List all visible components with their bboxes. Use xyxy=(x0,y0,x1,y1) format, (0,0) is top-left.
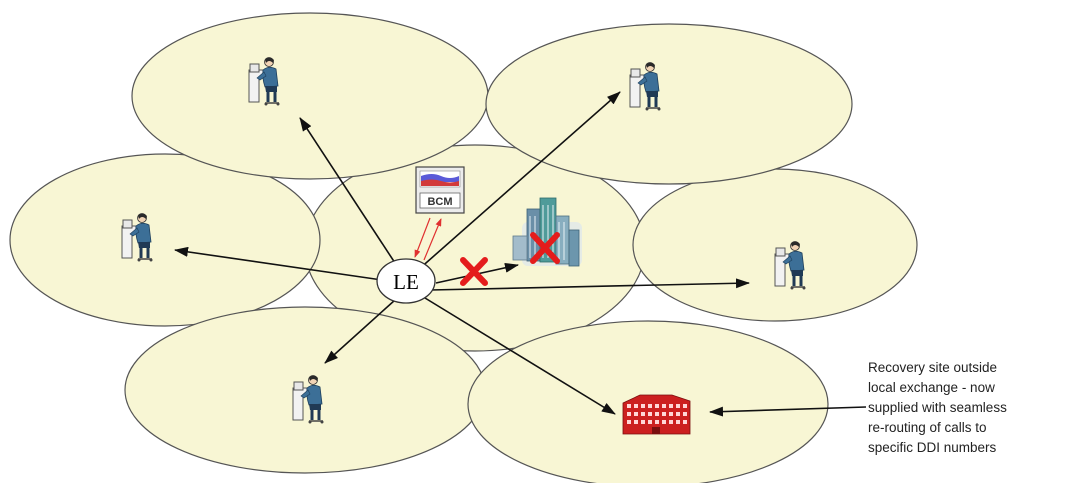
arrow-to-right-user xyxy=(429,278,750,291)
bcm-logo-icon: BCM xyxy=(415,166,465,214)
caption-line: re-routing of calls to xyxy=(868,420,987,435)
arrow-to-top-right-user xyxy=(417,91,621,271)
arrow-to-left-user xyxy=(174,246,383,281)
le-label: LE xyxy=(393,270,419,294)
recovery-building-icon xyxy=(622,394,691,435)
recovery-site-caption: Recovery site outside local exchange - n… xyxy=(868,358,1068,458)
failure-cross-icon xyxy=(460,257,488,286)
bcm-link-arrows xyxy=(414,217,442,261)
arrow-to-top-left-user xyxy=(299,117,398,267)
failure-cross-icon xyxy=(530,232,560,264)
zone-right xyxy=(632,168,918,322)
arrow-caption-to-recovery-site xyxy=(709,406,867,417)
caption-line: supplied with seamless xyxy=(868,400,1007,415)
zone-top-right xyxy=(485,23,853,185)
caption-line: specific DDI numbers xyxy=(868,440,997,455)
zone-left xyxy=(9,153,321,327)
zone-top-left xyxy=(131,12,489,180)
arrow-to-bottom-left-user xyxy=(324,299,396,364)
bcm-label: BCM xyxy=(427,196,452,208)
le-hub: LE xyxy=(376,258,436,304)
arrow-to-recovery-site xyxy=(424,297,616,415)
caption-line: Recovery site outside xyxy=(868,360,998,375)
caption-line: local exchange - now xyxy=(868,380,995,395)
